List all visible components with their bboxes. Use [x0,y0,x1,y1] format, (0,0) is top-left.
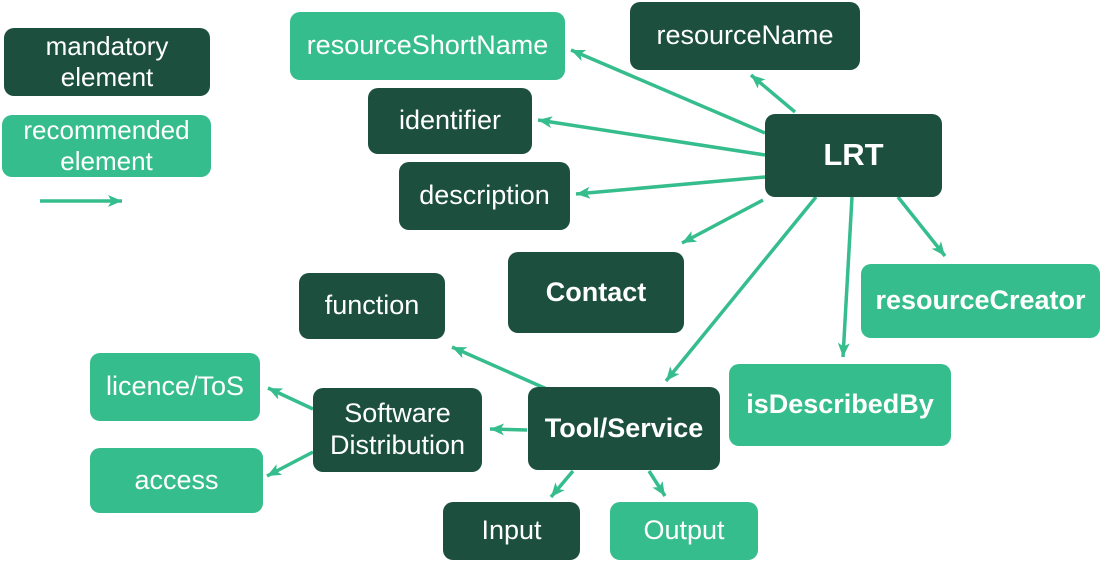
node-output: Output [610,502,758,560]
arrow-toolservice-to-function [451,345,550,392]
node-output-label: Output [643,515,725,546]
node-function: function [299,273,445,339]
node-licence-tos: licence/ToS [90,353,260,421]
arrow-lrt-to-contact [681,198,764,245]
arrow-softwaredistribution-to-access [266,450,314,478]
node-description-label: description [419,180,550,211]
arrow-lrt-to-resourcecreator [896,195,947,258]
node-lrt: LRT [765,114,942,197]
arrow-lrt-to-identifier [537,116,766,157]
legend-mandatory-label: mandatory element [45,31,169,92]
node-is-described-by-label: isDescribedBy [746,389,934,420]
node-software-distribution-label: Software Distribution [329,398,466,460]
node-identifier-label: identifier [398,105,502,136]
node-resource-name: resourceName [630,2,860,70]
node-description: description [399,162,570,230]
node-access-label: access [134,464,219,495]
node-function-label: function [324,290,420,321]
node-tool-service-label: Tool/Service [544,412,704,443]
node-resource-name-label: resourceName [656,20,834,51]
arrow-toolservice-to-softwaredistribution [489,423,528,436]
node-contact-label: Contact [545,276,647,307]
legend-recommended-label: recommended element [23,115,190,176]
node-licence-tos-label: licence/ToS [105,371,245,402]
node-lrt-label: LRT [823,137,884,173]
node-input-label: Input [481,515,542,546]
node-software-distribution: Software Distribution [313,388,482,472]
arrow-lrt-to-description [575,175,766,199]
arrow-toolservice-to-output [647,470,667,497]
legend-recommended-element: recommended element [2,115,211,177]
node-is-described-by: isDescribedBy [729,364,951,446]
arrow-lrt-to-resourcename [749,73,797,114]
node-identifier: identifier [368,88,532,154]
node-tool-service: Tool/Service [528,387,720,470]
node-resource-short-name: resourceShortName [290,12,565,80]
arrow-lrt-to-isdescribedby [837,196,854,358]
node-input: Input [443,502,580,560]
legend-mandatory-element: mandatory element [4,28,210,96]
node-resource-creator-label: resourceCreator [875,285,1086,316]
node-access: access [90,448,263,513]
node-contact: Contact [508,252,684,333]
node-resource-short-name-label: resourceShortName [306,30,549,61]
node-resource-creator: resourceCreator [861,264,1100,338]
arrow-softwaredistribution-to-licencetos [267,386,314,411]
arrow-toolservice-to-input [549,469,575,499]
arrow-lrt-to-toolservice [664,195,818,383]
arrow-lrt-to-resourceshortname [570,48,766,135]
